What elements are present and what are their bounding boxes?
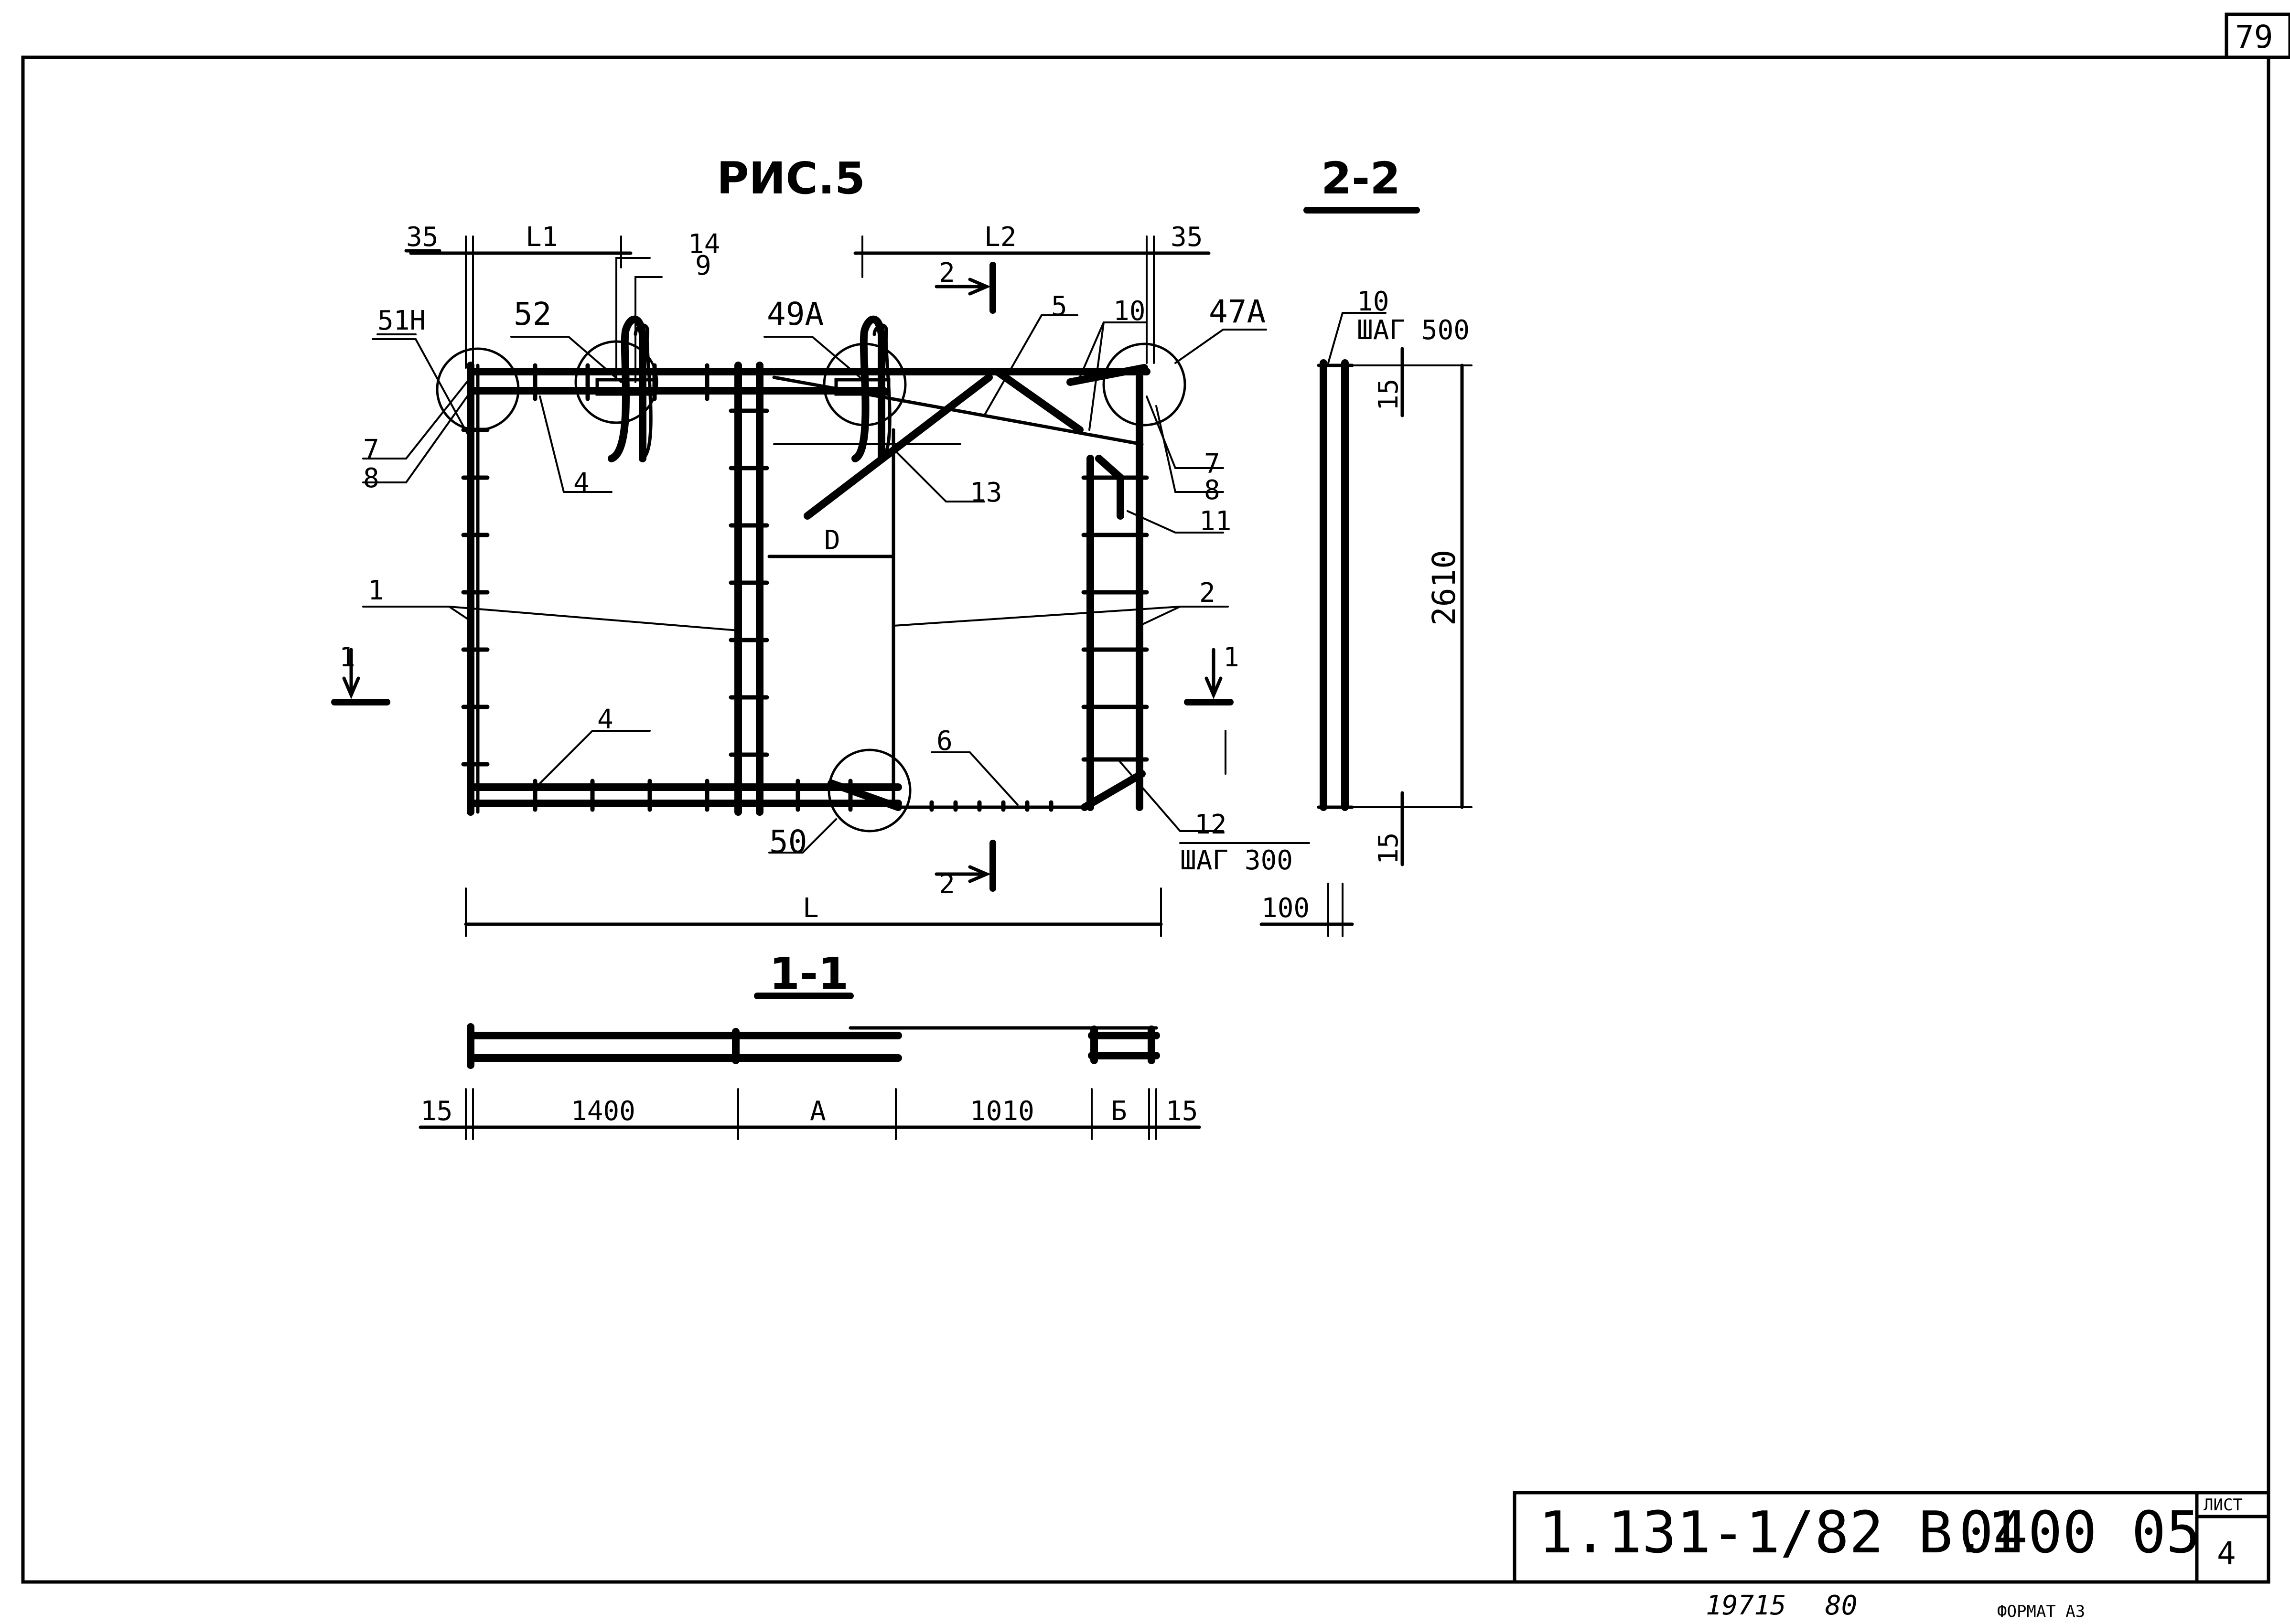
- marker-8-right: 8: [1204, 475, 1220, 506]
- footer-num: 80: [1825, 1590, 1857, 1621]
- marker-9: 9: [695, 250, 711, 281]
- section-arrow-2-top-head: [968, 278, 991, 296]
- step-500: ШАГ 500: [1357, 315, 1470, 346]
- title-block-sheet-value: 4: [2217, 1535, 2236, 1572]
- bar-10-diag: [995, 369, 1084, 434]
- marker-1: 1: [368, 575, 384, 606]
- loop-52: [608, 315, 646, 462]
- section-1-title: 1-1: [769, 948, 849, 999]
- ticks-middle-column: [729, 408, 769, 757]
- plate-49A: [834, 378, 891, 396]
- section-arrow-2-top-label: 2: [939, 257, 955, 288]
- bar-11: [1095, 455, 1124, 481]
- marker-4-top: 4: [573, 468, 590, 499]
- dim-35-right: 35: [1171, 222, 1203, 253]
- dim-100: 100: [1261, 893, 1310, 924]
- dim-35-left: 35: [406, 222, 438, 253]
- title-block-frame: [1513, 1491, 2270, 1584]
- loop-49Ab: [872, 323, 892, 460]
- ticks-bottom-beam: [533, 779, 853, 812]
- marker-7-left: 7: [363, 434, 379, 465]
- bar-50-diag: [828, 780, 902, 811]
- bar-10b: [1066, 364, 1148, 386]
- circle-51H: [436, 347, 520, 431]
- dim-L: L: [803, 893, 819, 924]
- marker-47A: 47А: [1209, 293, 1266, 330]
- dim-1010: 1010: [970, 1096, 1034, 1127]
- bar-13-diag: [772, 375, 1144, 446]
- loop-52b: [634, 323, 653, 460]
- section-2-title: 2-2: [1321, 153, 1400, 204]
- loop-49A: [851, 315, 885, 462]
- section-arrow-1-left-label: 1: [339, 642, 355, 673]
- circle-50: [828, 748, 912, 833]
- dim-1400: 1400: [571, 1096, 635, 1127]
- dim-15-right: 15: [1166, 1096, 1198, 1127]
- sheet-number-box: [2225, 12, 2290, 59]
- marker-7-right: 7: [1204, 449, 1220, 480]
- marker-14: 14: [688, 229, 720, 260]
- dim-15-left: 15: [420, 1096, 452, 1127]
- step-500-leader: [1327, 312, 1344, 364]
- leaders: [362, 257, 1267, 854]
- bar-12: [1081, 770, 1146, 811]
- dim-L1: L1: [526, 222, 558, 253]
- marker-49A: 49А: [767, 296, 824, 332]
- bar-5-diag: [804, 374, 993, 520]
- dim-B: Б: [1111, 1096, 1127, 1127]
- circle-49A: [823, 342, 907, 427]
- footer-inv: 19715: [1706, 1590, 1786, 1621]
- title-block-doc: 0400 05: [1959, 1500, 2201, 1566]
- marker-6: 6: [936, 726, 953, 757]
- marker-13: 13: [970, 477, 1002, 508]
- section-arrow-1-left-head: [342, 676, 360, 699]
- marker-10-top: 10: [1113, 296, 1145, 327]
- footer-format: ФОРМАТ А3: [1997, 1602, 2085, 1621]
- dim-2610: 2610: [1426, 550, 1462, 626]
- dim-L2: L2: [984, 222, 1016, 253]
- section-1-1: 1-1 15 1400 А 1010 Б 15: [419, 948, 1201, 1140]
- marker-52: 52: [514, 296, 551, 332]
- dim-15-bottom: 15: [1373, 833, 1404, 865]
- sheet-frame: [21, 55, 2270, 1584]
- marker-12: 12: [1194, 809, 1226, 840]
- section-arrow-1-right-head: [1204, 676, 1223, 699]
- dim-15-top: 15: [1373, 379, 1404, 411]
- title-block: 1.131-1/82 В.1 0400 05 ЛИСТ 4: [1513, 1491, 2270, 1584]
- marker-2: 2: [1199, 577, 1215, 609]
- ticks-right-column: [1081, 475, 1149, 762]
- marker-4-bottom: 4: [597, 704, 613, 735]
- plate-52: [595, 378, 656, 396]
- title-block-code: 1.131-1/82 В.1: [1538, 1500, 2021, 1566]
- sheet-number-top: 79: [2235, 19, 2273, 55]
- dim-D: D: [824, 525, 840, 556]
- marker-5: 5: [1051, 291, 1067, 322]
- marker-50: 50: [769, 823, 807, 860]
- ticks-bar-6: [929, 800, 1054, 812]
- step-300: ШАГ 300: [1180, 845, 1293, 876]
- marker-8-left: 8: [363, 463, 379, 494]
- dim-A: А: [810, 1096, 826, 1127]
- marker-51H: 51Н: [377, 305, 426, 336]
- circle-47A: [1102, 342, 1186, 427]
- figure-title: РИС.5: [717, 153, 865, 204]
- section-arrow-2-bottom-head: [968, 865, 991, 883]
- section-2-2: 2610 15 15 10 ШАГ 500 100: [1259, 286, 1473, 937]
- plan-view: 35 L1 L2 35 2: [331, 222, 1310, 937]
- title-block-sheet-label: ЛИСТ: [2204, 1496, 2243, 1515]
- section-arrow-1-right-label: 1: [1223, 642, 1239, 673]
- marker-11: 11: [1199, 506, 1231, 537]
